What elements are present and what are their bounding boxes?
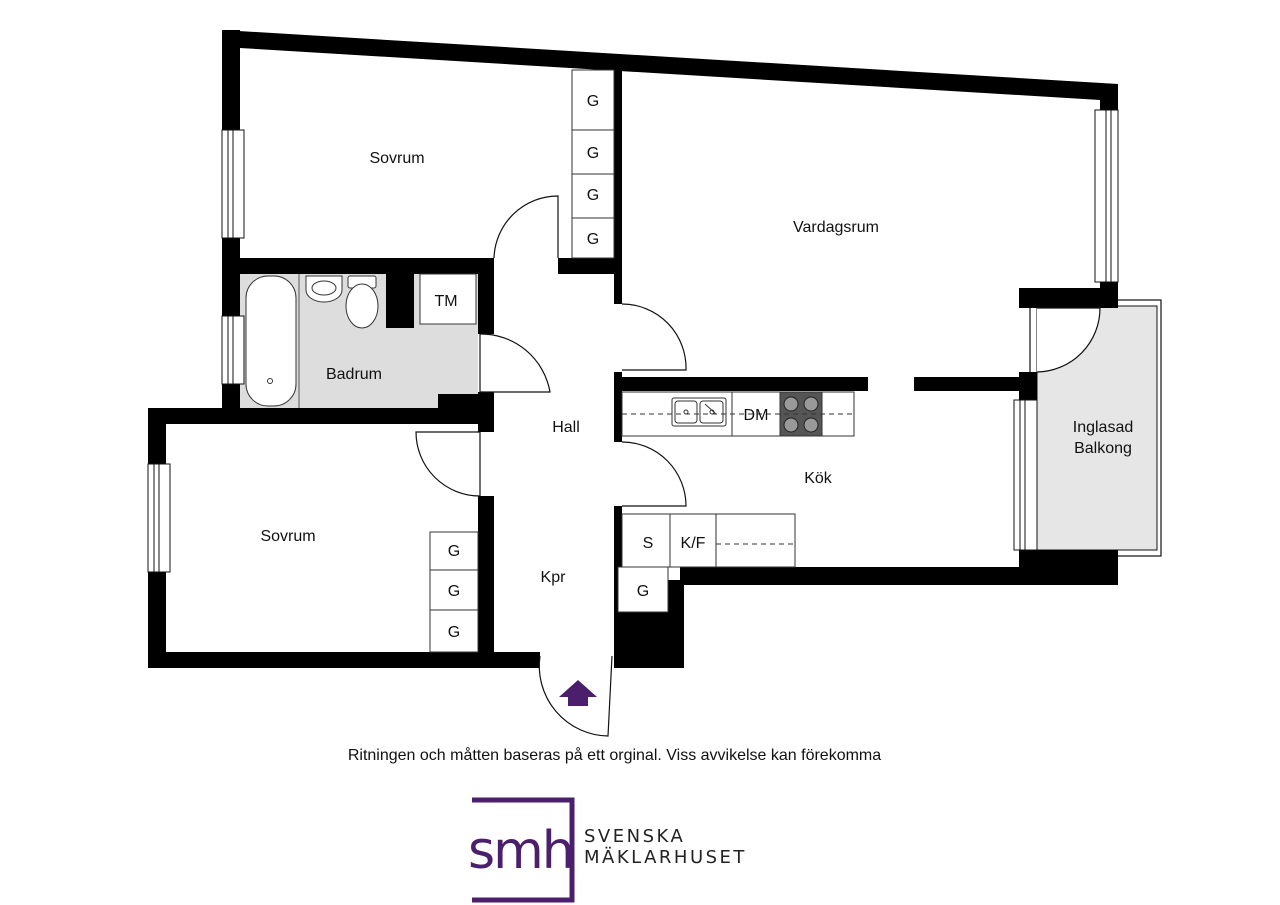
wall-hall-kitchen-upper — [614, 372, 622, 442]
wardrobe-label-4: G — [587, 231, 599, 248]
bathtub-drain-icon — [267, 378, 273, 384]
wardrobe-label-2: G — [587, 145, 599, 162]
fridge-freezer-label: K/F — [681, 535, 706, 552]
room-label-sovrum-top: Sovrum — [369, 150, 424, 167]
wall-bottom-left — [148, 652, 540, 668]
wardrobe-label-5: G — [448, 543, 460, 560]
wardrobes — [429, 69, 669, 653]
wall-top — [222, 30, 1118, 110]
window-badrum — [221, 315, 245, 385]
brand-name-line2: MÄKLARHUSET — [584, 847, 747, 868]
wardrobe-4 — [571, 217, 615, 259]
brand-logo-letters: smh — [468, 821, 573, 881]
window-sovrum-bottom — [147, 463, 171, 573]
wall-closet-divider — [558, 258, 620, 274]
brand-logo-icon: smh — [468, 797, 575, 903]
toilet-bowl-icon — [345, 283, 379, 329]
wall-bath-bottom-right — [438, 394, 494, 424]
dishwasher-label: DM — [744, 407, 769, 424]
door-sovrum-bottom — [415, 431, 481, 497]
wall-kitchen-divider-right — [914, 377, 1036, 391]
window-kok — [1013, 399, 1038, 551]
washer-label: TM — [434, 293, 457, 310]
wardrobe-1 — [571, 69, 615, 131]
window-sovrum-top — [221, 129, 245, 239]
wardrobe-label-1: G — [587, 93, 599, 110]
kitchen-fixtures — [621, 391, 855, 568]
wardrobe-8 — [617, 566, 669, 613]
wall-left-mid — [222, 238, 240, 316]
wall-sovrum-bath — [222, 258, 494, 274]
wall-closet-right — [614, 70, 622, 304]
wall-balcony-top — [1019, 288, 1118, 308]
wardrobe-label-3: G — [587, 187, 599, 204]
freezer-label: S — [643, 535, 654, 552]
wardrobe-2 — [571, 129, 615, 175]
room-label-vardagsrum: Vardagsrum — [793, 219, 879, 236]
wall-kitchen-bottom-right — [1019, 550, 1118, 585]
fixture-labels: G G G G G G G G TM DM S K/F — [434, 93, 768, 641]
wall-left-lower-sovrum-bottom — [148, 572, 166, 668]
entrance-arrow-icon — [559, 680, 597, 706]
room-labels: Sovrum Vardagsrum Badrum Hall Kök Sovrum… — [260, 150, 1133, 586]
wall-left-lower-sovrum-top — [148, 408, 166, 464]
room-label-kok: Kök — [804, 470, 833, 487]
door-badrum — [479, 333, 551, 393]
bathtub-icon — [245, 275, 297, 407]
window-vardagsrum — [1094, 109, 1119, 283]
bathroom-fixtures — [245, 273, 477, 408]
brand-name: SVENSKA MÄKLARHUSET — [584, 826, 747, 868]
wall-shaft — [386, 274, 414, 328]
wall-entrance-right-col — [668, 580, 684, 668]
wardrobe-label-8: G — [637, 583, 649, 600]
wall-kitchen-bottom — [680, 567, 1118, 585]
door-sovrum-top — [493, 195, 559, 259]
wall-sovrum-hall — [478, 496, 494, 656]
wardrobe-7 — [429, 609, 479, 653]
washer-box — [419, 273, 477, 325]
wall-bath-right — [478, 258, 494, 334]
door-balkong — [1036, 307, 1101, 373]
door-kok — [621, 441, 687, 507]
wardrobe-label-6: G — [448, 583, 460, 600]
wardrobe-label-7: G — [448, 624, 460, 641]
room-label-badrum: Badrum — [326, 366, 382, 383]
room-label-sovrum-bottom: Sovrum — [260, 528, 315, 545]
counter-lower — [621, 513, 796, 568]
door-vardagsrum — [621, 303, 687, 371]
wall-kitchen-divider-left — [622, 377, 868, 391]
wall-balcony-left-post — [1019, 372, 1037, 400]
wardrobe-5 — [429, 531, 479, 571]
room-label-kpr: Kpr — [541, 569, 567, 586]
brand-name-line1: SVENSKA — [584, 826, 686, 847]
windows — [147, 109, 1119, 573]
disclaimer-text: Ritningen och måtten baseras på ett orgi… — [347, 747, 882, 764]
wardrobe-3 — [571, 173, 615, 219]
wall-left-upper — [222, 30, 240, 130]
room-label-balkong-line2: Balkong — [1074, 440, 1132, 457]
room-label-hall: Hall — [552, 419, 580, 436]
wall-bath-bottom — [148, 408, 438, 424]
room-label-balkong-line1: Inglasad — [1073, 419, 1134, 436]
